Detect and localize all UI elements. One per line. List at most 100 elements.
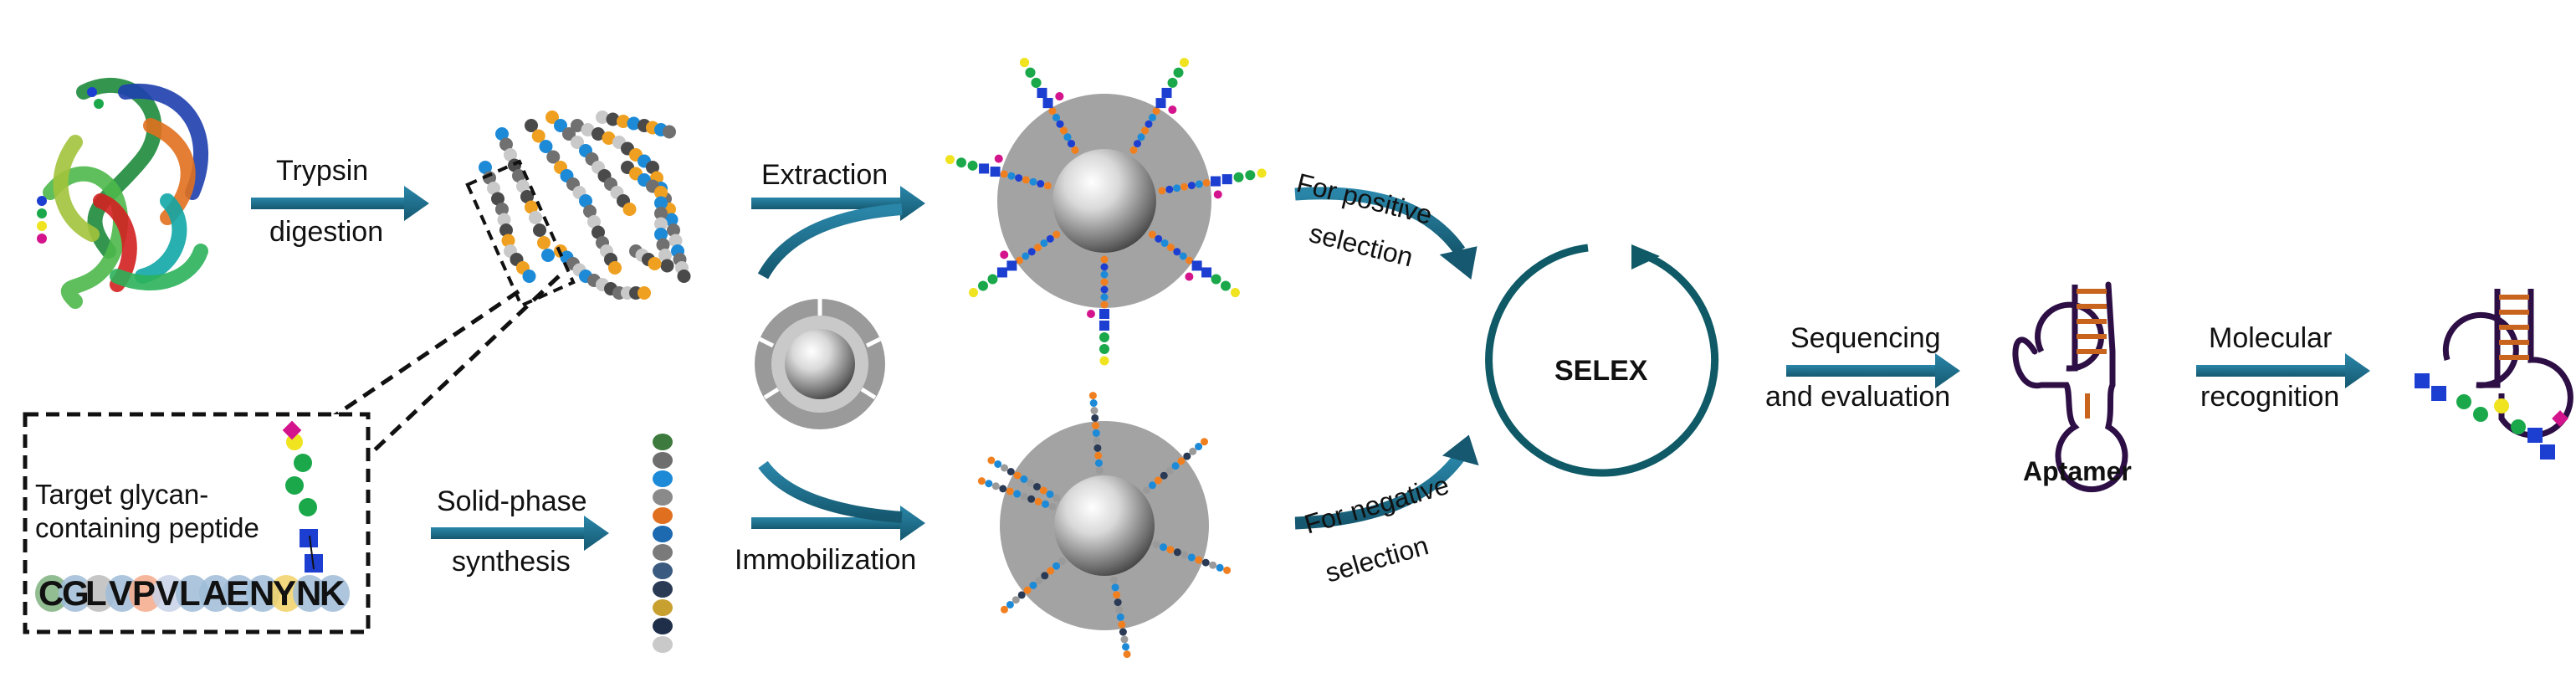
complex-glycan-square — [2540, 444, 2555, 460]
peptide-mixture-icon — [479, 110, 691, 300]
synthesized-peptide-icon — [653, 434, 673, 653]
complex-strand — [2442, 289, 2519, 388]
linker-bead — [1179, 252, 1187, 260]
glycan-circle — [987, 274, 998, 285]
peptide-residue — [499, 223, 513, 237]
glycan-mannose-circle — [299, 498, 317, 516]
peptide-residue — [622, 203, 637, 216]
chain-bead — [1094, 451, 1103, 460]
residue-letter: N — [249, 573, 275, 613]
protein-glycan-bead — [87, 87, 97, 97]
peptide-residue — [499, 137, 513, 151]
peptide-residue — [660, 259, 674, 273]
chain-bead — [1180, 551, 1189, 559]
chain-bead — [1023, 586, 1032, 594]
chain-bead — [1148, 481, 1156, 490]
chain-bead — [1209, 561, 1217, 569]
glycan-square — [1155, 98, 1166, 109]
chain-bead — [1118, 620, 1126, 629]
column-residue — [653, 599, 673, 616]
peptide-residue — [525, 119, 538, 132]
peptide-residue — [602, 131, 616, 145]
chain-bead — [1113, 591, 1121, 599]
column-residue — [653, 470, 673, 487]
linker-bead — [1100, 255, 1109, 264]
linker-bead — [1137, 133, 1145, 141]
target-glycan-icon — [282, 420, 323, 573]
peptide-residue — [581, 123, 595, 136]
chain-bead — [1115, 605, 1124, 614]
evaluation-label: and evaluation — [1765, 381, 1951, 413]
chain-bead — [1195, 556, 1203, 564]
complex-glycan-square — [2431, 386, 2446, 401]
protein-glycan-bead — [37, 196, 47, 206]
chain-bead — [1006, 468, 1015, 475]
complex-glycan-circle — [2456, 394, 2471, 409]
recognition-arrow — [2196, 353, 2370, 388]
chain-bead — [1223, 566, 1232, 574]
residue-letter: K — [320, 573, 346, 613]
peptide-residue — [525, 200, 538, 214]
chain-bead — [1047, 567, 1055, 575]
chain-bead — [1090, 407, 1099, 415]
glycan-square — [1221, 174, 1232, 185]
chain-bead — [1042, 500, 1050, 508]
bead-peptide-chains — [977, 392, 1232, 659]
glycan-diamond — [1168, 105, 1177, 115]
column-residue — [653, 526, 673, 542]
glycoprotein-structure-icon — [37, 78, 208, 309]
bead-glycan-chains — [945, 58, 1267, 366]
peptide-residue — [646, 161, 659, 174]
peptide-residue — [531, 129, 545, 143]
column-residue — [653, 489, 673, 506]
residue-letter: N — [296, 573, 322, 613]
linker-bead — [1015, 174, 1023, 182]
peptide-residue — [491, 192, 504, 206]
chain-bead — [1058, 557, 1066, 565]
linker-bead — [1043, 182, 1052, 190]
complex-glycan-square — [2415, 373, 2430, 388]
linker-bead — [1180, 182, 1189, 191]
chain-bead — [1052, 562, 1061, 570]
chain-bead — [1166, 546, 1175, 554]
aptamer-target-complex-icon — [2415, 289, 2573, 460]
glycan-square — [1210, 176, 1221, 187]
chain-bead — [1029, 581, 1037, 589]
aptamer-icon — [2012, 281, 2128, 493]
residue-letter: P — [132, 573, 156, 613]
glycan-circle — [978, 280, 989, 291]
chain-bead — [1032, 483, 1041, 490]
trypsin-label: Trypsin — [276, 155, 369, 187]
chain-bead — [1092, 421, 1100, 429]
column-residue — [653, 507, 673, 524]
peptide-residue — [677, 270, 691, 283]
glycan-circle — [1173, 67, 1184, 78]
linker-bead — [1129, 146, 1138, 154]
chain-bead — [1177, 457, 1186, 465]
linker-bead — [1052, 230, 1061, 239]
peptide-residue — [648, 257, 662, 270]
protein-glycan-bead — [94, 99, 104, 109]
residue-letter: V — [109, 573, 133, 613]
linker-bead — [1022, 176, 1030, 184]
linker-bead — [1063, 133, 1072, 141]
glycan-square — [1201, 267, 1212, 278]
glycan-glcnac-square — [300, 529, 318, 547]
chain-bead — [1123, 650, 1131, 659]
linker-bead — [1141, 126, 1149, 135]
chain-bead — [1017, 591, 1026, 599]
peptide-residue — [587, 215, 601, 229]
glycan-circle — [1025, 67, 1036, 78]
glycan-diamond — [1185, 272, 1194, 281]
chain-bead — [1195, 443, 1203, 451]
peptide-residue — [487, 182, 500, 195]
glycan-square — [979, 163, 990, 174]
synthesis-label: synthesis — [452, 546, 571, 578]
peptide-residue — [617, 115, 630, 128]
column-residue — [653, 562, 673, 579]
selex-label: SELEX — [1554, 355, 1648, 387]
linker-bead — [1015, 256, 1023, 264]
linker-bead — [1048, 107, 1057, 116]
peptide-residue — [654, 228, 668, 241]
selex-cycle-icon — [1485, 244, 1719, 477]
